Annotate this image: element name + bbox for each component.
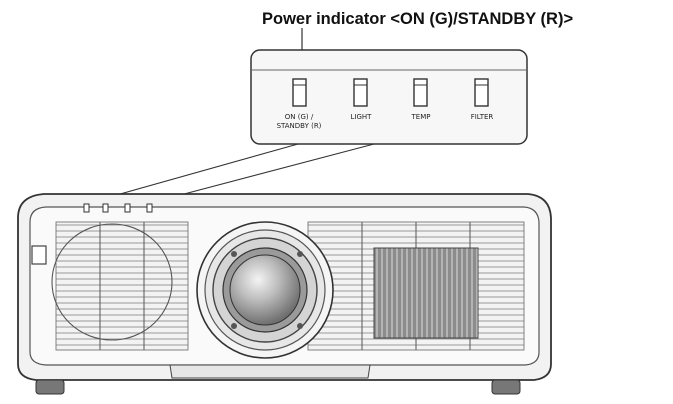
temp-label: TEMP <box>411 113 431 121</box>
left-vent <box>55 221 189 351</box>
lens-glass <box>229 254 301 326</box>
body-indicator-2 <box>102 203 109 213</box>
right-foot <box>491 379 521 395</box>
right-dark-grill <box>373 247 479 339</box>
body-indicator-3 <box>124 203 131 213</box>
on-standby-label-line1: ON (G) / <box>285 113 314 121</box>
body-indicator-4 <box>146 203 153 213</box>
filter-label: FILTER <box>471 113 494 121</box>
light-label: LIGHT <box>351 113 373 121</box>
light-indicator-lamp <box>353 78 368 107</box>
temp-indicator-lamp <box>413 78 428 107</box>
remote-sensor <box>31 245 47 265</box>
on-standby-label-line2: STANDBY (R) <box>277 122 322 130</box>
on-standby-indicator-lamp <box>292 78 307 107</box>
left-fan-outline <box>51 223 173 341</box>
callout-title: Power indicator <ON (G)/STANDBY (R)> <box>262 10 574 28</box>
body-indicator-1 <box>83 203 90 213</box>
lens-assembly <box>196 221 334 359</box>
indicator-panel-zoom: ON (G) / STANDBY (R) LIGHT TEMP FILTER <box>250 49 528 145</box>
left-foot <box>35 379 65 395</box>
projector-body <box>17 193 552 395</box>
filter-indicator-lamp <box>474 78 489 107</box>
